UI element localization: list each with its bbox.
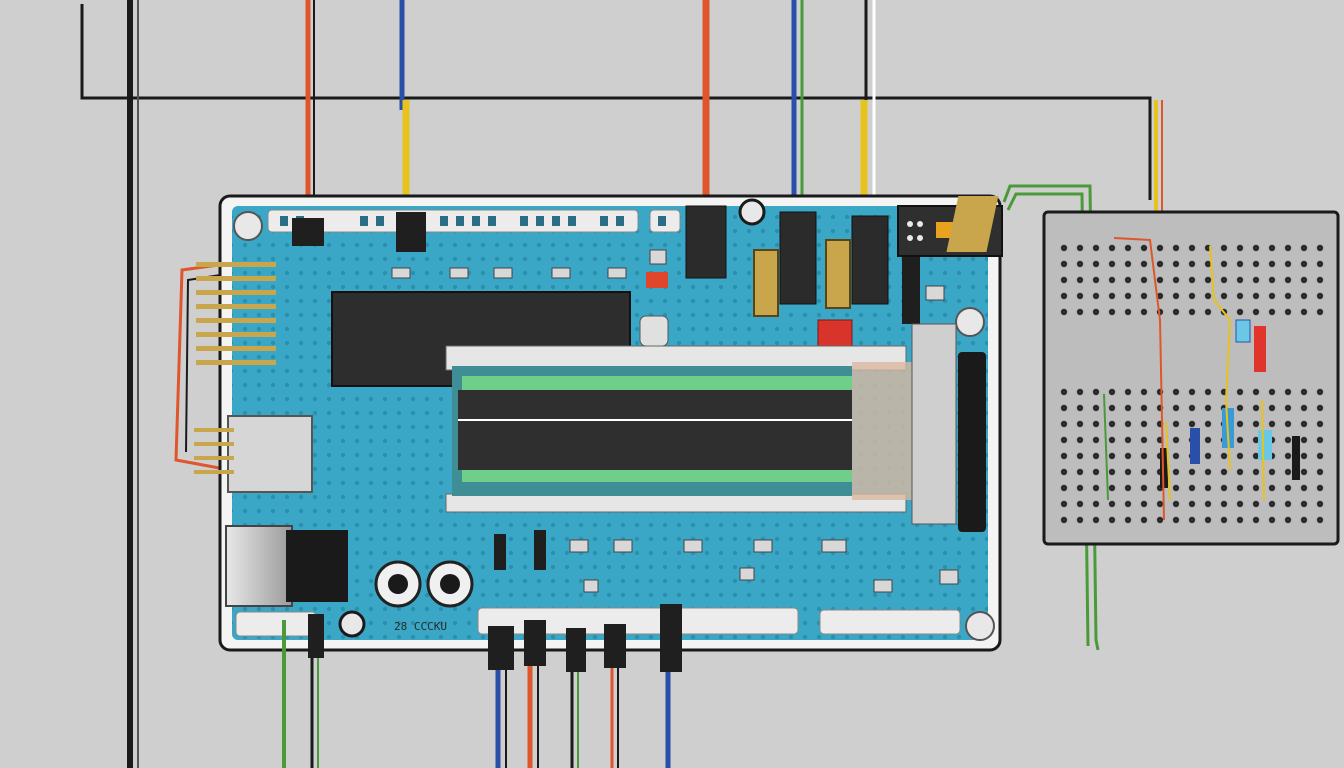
arduino-board: 28 CCCKU [194,194,1002,652]
jumper-connector [292,218,324,246]
top-wire-frame [80,0,1152,768]
usb-jack [286,530,348,602]
mounting-hole [965,611,995,641]
mounting-hole [738,198,766,226]
left-pin-header [196,262,276,365]
bottom-connectors [308,530,682,672]
side-connector [227,415,313,493]
capacitor [388,574,408,594]
lcd-display-module [445,323,986,532]
crystal-component [753,249,779,317]
jumper-connector [685,205,727,279]
jumper-connector [902,252,920,324]
breadboard [1042,210,1340,546]
capacitor [440,574,460,594]
bottom-header-strip [819,609,961,635]
resistor [1160,448,1168,488]
resistor [1190,428,1200,464]
crystal-component [825,239,851,309]
bottom-header-strip [235,611,317,637]
side-connector-pins [194,428,234,474]
resistor [1292,436,1300,480]
smd-components [391,249,959,593]
led-blue [1235,319,1251,343]
jumper-connector [851,215,889,305]
jumper-connector [396,212,426,252]
jumper-connector [779,211,817,305]
mounting-hole [338,610,366,638]
white-smd [639,315,669,347]
red-smd [646,272,668,288]
bottom-header-strip [477,607,799,635]
mounting-hole [955,307,985,337]
red-button [817,319,853,347]
board-silkscreen-label: 28 CCCKU [394,620,447,633]
mounting-hole [233,211,263,241]
sensor-module [897,196,1003,257]
bottom-jumper-wires [282,620,671,768]
led-red [1254,326,1266,372]
resistor [1258,430,1272,460]
usb-jack [225,525,293,607]
